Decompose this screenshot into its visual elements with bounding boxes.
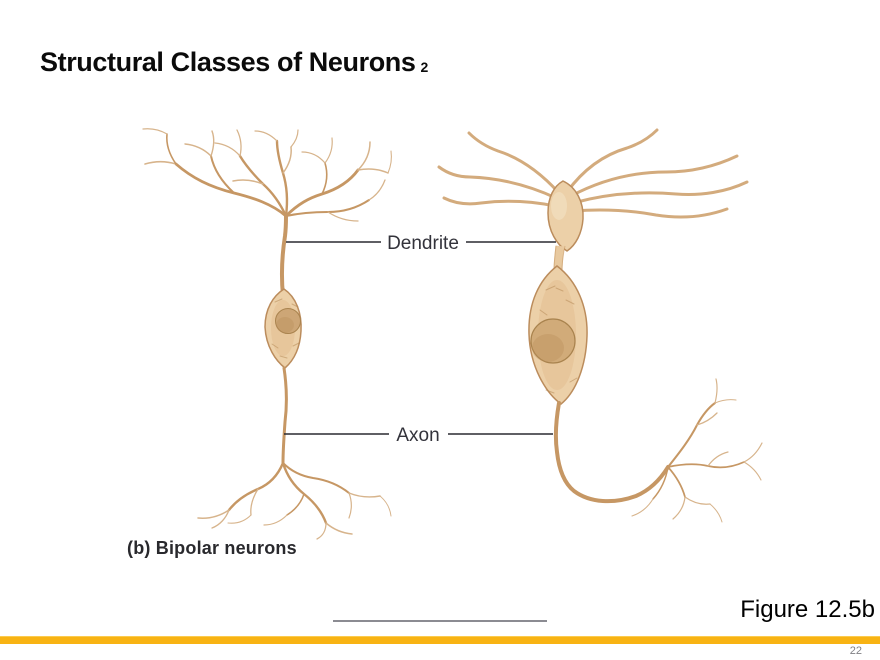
page-number: 22	[849, 645, 862, 657]
figure-caption: (b) Bipolar neurons	[127, 538, 297, 558]
title-suffix: 2	[420, 59, 429, 75]
left-neuron-nucleus	[275, 308, 301, 334]
accent-bar	[0, 636, 880, 644]
figure-labels: Dendrite Axon	[284, 233, 556, 446]
page-title-text: Structural Classes of Neurons	[40, 47, 416, 77]
fill-in-blank-line	[333, 620, 547, 622]
left-bipolar-neuron	[142, 128, 392, 540]
right-neuron-nucleus	[530, 318, 576, 364]
right-bipolar-neuron	[437, 128, 763, 523]
axon-label: Axon	[396, 425, 439, 446]
dendrite-label: Dendrite	[387, 233, 459, 254]
figure-reference: Figure 12.5b	[740, 596, 875, 623]
